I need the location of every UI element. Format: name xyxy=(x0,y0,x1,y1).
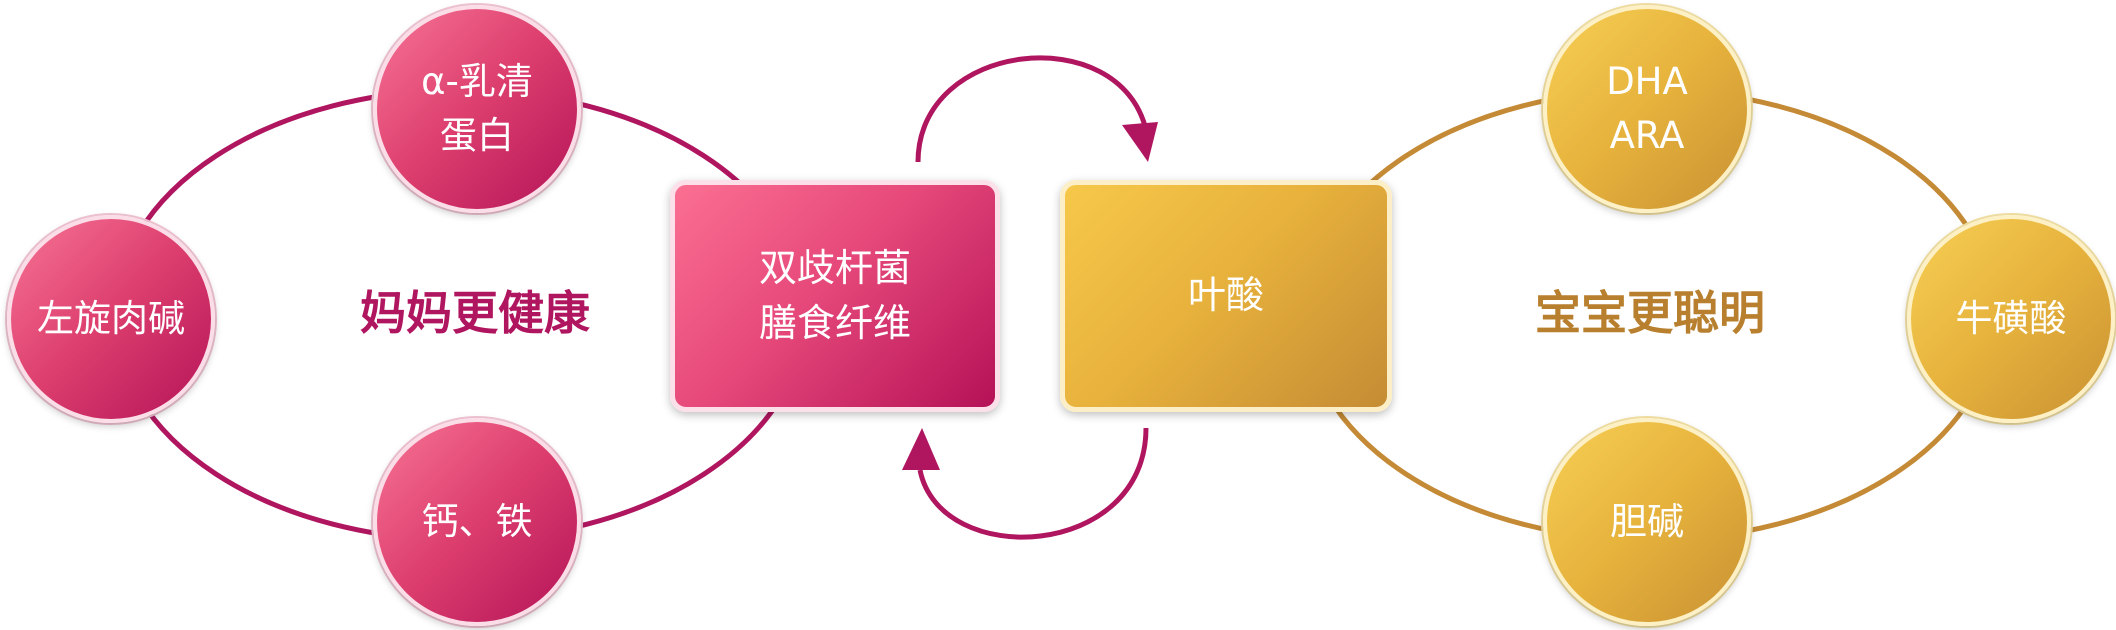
node-bifidobacteria-line1: 双歧杆菌 xyxy=(758,245,911,290)
node-bifidobacteria-line2: 膳食纤维 xyxy=(758,301,911,345)
mother-group-label: 妈妈更健康 xyxy=(360,286,590,340)
node-l-carnitine: 左旋肉碱 xyxy=(7,215,215,423)
node-bifidobacteria-fiber: 双歧杆菌 膳食纤维 xyxy=(670,180,1000,412)
node-folic-acid: 叶酸 xyxy=(1060,180,1392,412)
cycle-arrow-top-head xyxy=(1122,122,1158,162)
cycle-arrow-top xyxy=(915,55,1149,163)
baby-group-label: 宝宝更聪明 xyxy=(1535,286,1765,340)
node-taurine: 牛磺酸 xyxy=(1907,215,2115,423)
node-choline-label: 胆碱 xyxy=(1610,500,1684,544)
node-lactalbumin-line2: 蛋白 xyxy=(440,114,514,157)
node-dha-line: DHA xyxy=(1606,60,1688,104)
node-calcium-iron: 钙、铁 xyxy=(373,418,581,626)
node-ara-line: ARA xyxy=(1609,114,1685,157)
cycle-arrow-bottom-head xyxy=(902,428,940,470)
node-folic-acid-label: 叶酸 xyxy=(1187,273,1264,318)
node-lactalbumin: α-乳清 蛋白 xyxy=(373,5,581,213)
node-dha-ara: DHA ARA xyxy=(1543,5,1751,213)
node-taurine-label: 牛磺酸 xyxy=(1955,297,2067,341)
cycle-arrow-bottom xyxy=(917,427,1149,540)
node-lactalbumin-line1: α-乳清 xyxy=(421,60,533,104)
node-calcium-iron-label: 钙、铁 xyxy=(421,500,533,544)
node-choline: 胆碱 xyxy=(1543,418,1751,626)
node-l-carnitine-label: 左旋肉碱 xyxy=(37,297,185,341)
